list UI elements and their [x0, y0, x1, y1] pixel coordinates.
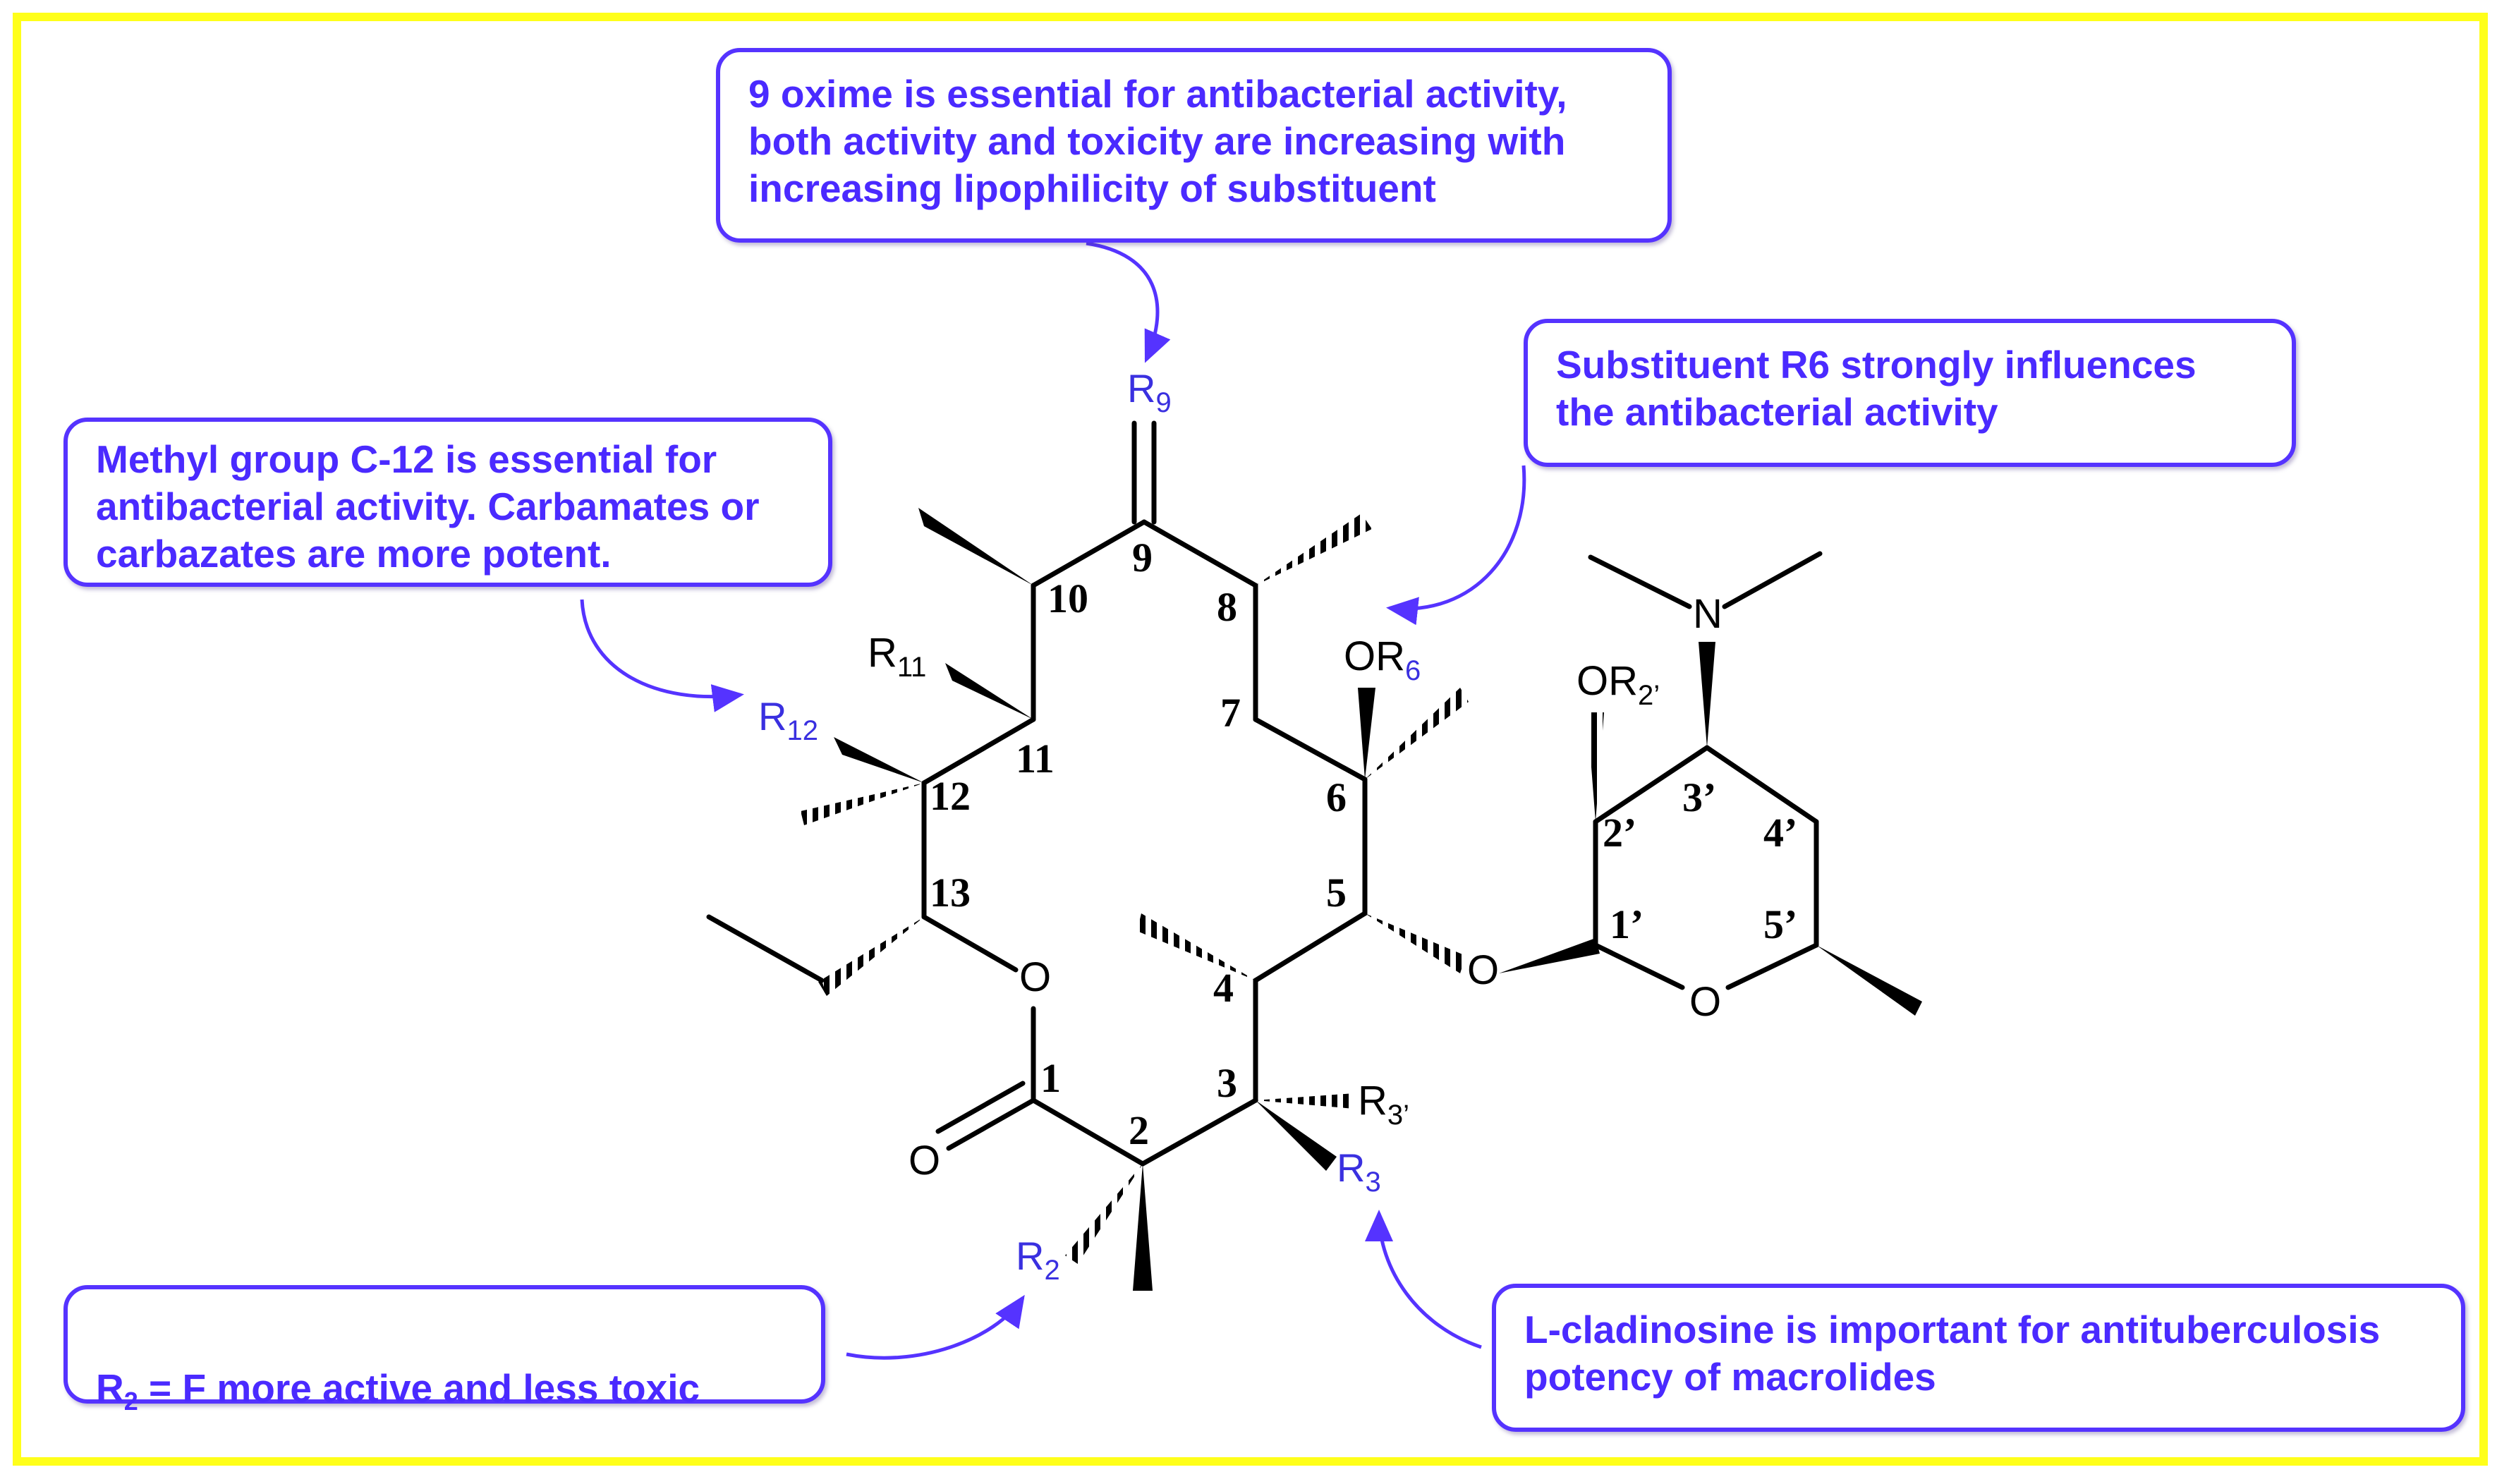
callout-r2-text: = F more active and less toxic: [138, 1366, 700, 1410]
atom-number-10: 10: [1047, 576, 1088, 621]
glycosidic-oxygen: O: [1467, 947, 1499, 993]
atom-number-1: 1: [1040, 1055, 1061, 1101]
macrolide-ring: [706, 420, 1368, 1167]
yellow-frame: [13, 13, 2488, 1466]
callout-arrows: [580, 241, 1526, 1360]
sugar-ring: [1499, 551, 1922, 1016]
atom-symbols: O O O O N OR6 OR2’: [909, 591, 1723, 1184]
substituent-labels: R9 R11 R12 R2 R3 R3’: [758, 366, 1409, 1286]
callout-c12: Methyl group C-12 is essential for antib…: [63, 418, 832, 587]
dimethylamino-nitrogen: N: [1693, 591, 1723, 637]
atom-number-5: 5: [1326, 870, 1347, 916]
atom-number-1-prime: 1’: [1610, 901, 1644, 947]
callout-cladinosine: L-cladinosine is important for antituber…: [1492, 1284, 2465, 1432]
atom-number-11: 11: [1016, 736, 1055, 781]
or6-label: OR6: [1344, 633, 1421, 686]
atom-number-2-prime: 2’: [1603, 810, 1636, 856]
stereo-bonds: [801, 508, 1469, 1291]
callout-r6: Substituent R6 strongly influences the a…: [1524, 319, 2296, 467]
atom-number-13: 13: [930, 870, 971, 916]
atom-number-4-prime: 4’: [1763, 810, 1797, 856]
atom-number-3: 3: [1217, 1060, 1237, 1106]
sugar-oxygen: O: [1689, 979, 1721, 1025]
callout-oxime: 9 oxime is essential for antibacterial a…: [716, 48, 1672, 243]
or2-prime-label: OR2’: [1577, 658, 1660, 711]
carbonyl-oxygen: O: [909, 1138, 940, 1184]
r3-prime-label: R3’: [1358, 1078, 1409, 1131]
atom-number-3-prime: 3’: [1682, 774, 1716, 820]
atom-numbers: 1 2 3 4 5 6 7 8 9 10 11 12 13 1’ 2’ 3’ 4…: [930, 535, 1797, 1153]
atom-number-6: 6: [1326, 774, 1347, 820]
r2-label: R2: [1016, 1234, 1060, 1286]
atom-number-12: 12: [930, 773, 971, 819]
atom-number-8: 8: [1217, 584, 1237, 630]
ring-oxygen: O: [1019, 954, 1051, 1000]
atom-number-4: 4: [1213, 965, 1234, 1011]
callout-r2: R2 = F more active and less toxic: [63, 1285, 825, 1416]
r11-label: R11: [868, 630, 926, 683]
callout-r2-symbol: R: [96, 1366, 124, 1410]
r9-label: R9: [1127, 366, 1172, 418]
atom-number-2: 2: [1129, 1107, 1149, 1153]
atom-number-7: 7: [1220, 690, 1241, 736]
r12-label: R12: [758, 694, 818, 746]
callout-r2-subscript: 2: [123, 1387, 138, 1416]
atom-number-9: 9: [1132, 535, 1153, 580]
r3-label: R3: [1337, 1145, 1381, 1198]
atom-number-5-prime: 5’: [1763, 901, 1797, 947]
